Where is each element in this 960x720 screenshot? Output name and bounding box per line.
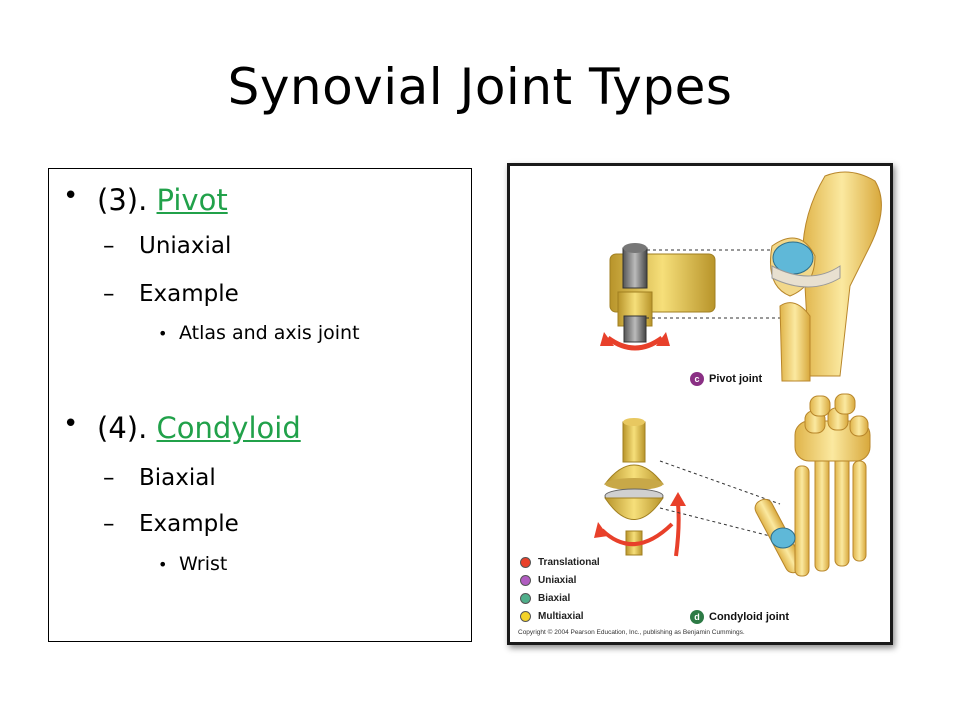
example-label: Atlas and axis joint [179, 322, 360, 344]
condyloid-link[interactable]: Condyloid [156, 411, 301, 445]
sub-item-label: Biaxial [139, 465, 216, 491]
content-box: • (3). Pivot – Uniaxial – Example • Atla… [48, 168, 472, 642]
legend-biaxial: Biaxial [520, 593, 570, 604]
condyloid-model [594, 418, 781, 557]
pivot-bones [770, 171, 882, 382]
legend-translational: Translational [520, 557, 600, 568]
pivot-model [600, 243, 795, 351]
bullet-dot: • [63, 181, 79, 211]
joint-drawing [594, 171, 882, 577]
copyright-note: Copyright © 2004 Pearson Education, Inc.… [518, 629, 745, 636]
condyloid-joint-highlight [770, 527, 796, 549]
legend-multiaxial: Multiaxial [520, 611, 584, 622]
sub-item-label: Uniaxial [139, 233, 232, 259]
example-label: Wrist [179, 553, 228, 575]
hand-bones [754, 393, 871, 577]
item-number: (4). [97, 411, 148, 445]
item-number: (3). [97, 183, 148, 217]
bullet-dot: • [63, 409, 79, 439]
pivot-link[interactable]: Pivot [156, 183, 228, 217]
legend-uniaxial: Uniaxial [520, 575, 576, 586]
sub-item-label: Example [139, 511, 239, 537]
sub-item-label: Example [139, 281, 239, 307]
slide-title: Synovial Joint Types [227, 58, 733, 116]
